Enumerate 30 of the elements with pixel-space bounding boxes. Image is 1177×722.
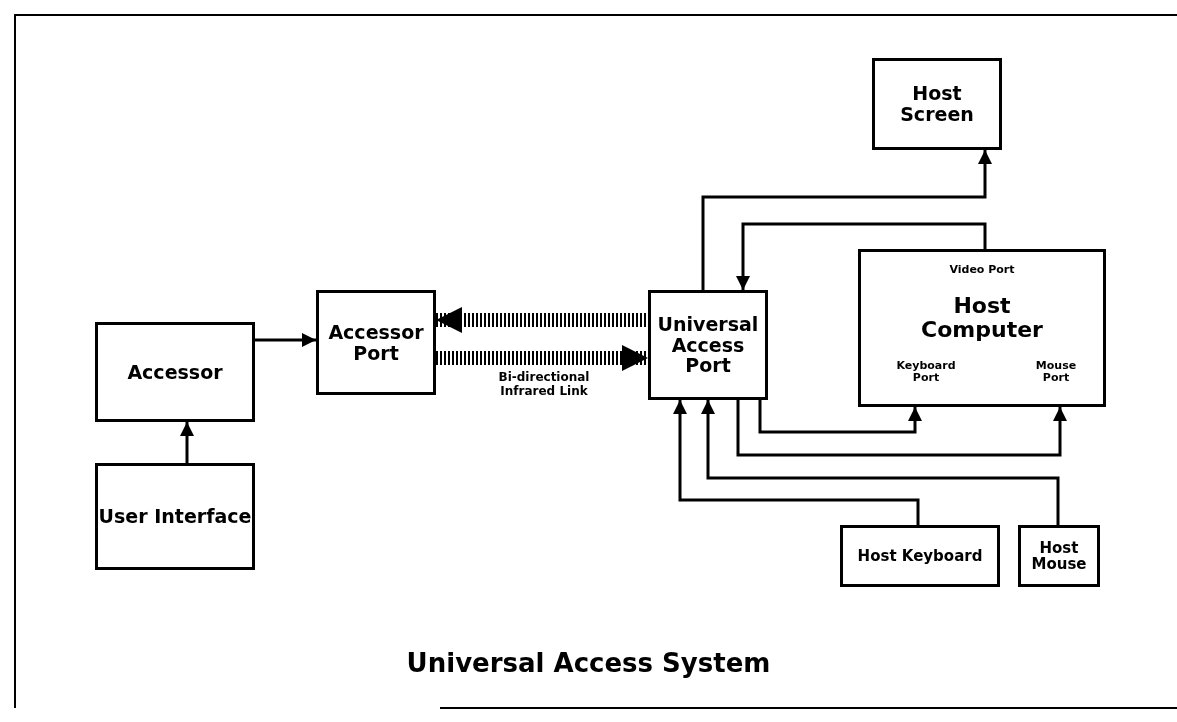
arrow (736, 400, 1067, 457)
box-label: Host Screen (899, 83, 975, 125)
arrow (758, 400, 922, 434)
box-label: Universal Access Port (656, 313, 760, 377)
arrow (255, 333, 316, 347)
diagram-title: Universal Access System (405, 648, 772, 678)
arrow (701, 400, 1060, 525)
arrow (736, 222, 987, 290)
arrow (701, 150, 992, 290)
process-box (95, 322, 255, 422)
arrow (180, 422, 194, 463)
box-label: Accessor Port (327, 321, 425, 364)
process-box (648, 290, 768, 400)
port-label: Keyboard Port (895, 360, 957, 385)
process-box (95, 463, 255, 570)
arrow (673, 400, 920, 525)
infrared-link-arrow (436, 307, 648, 333)
process-box (872, 58, 1002, 150)
box-title: Host Computer (920, 294, 1044, 343)
infrared-link-arrow (436, 345, 648, 371)
process-box (840, 525, 1000, 587)
box-label: Host Mouse (1030, 539, 1088, 573)
port-label: Video Port (948, 264, 1016, 277)
box-label: Host Keyboard (857, 547, 983, 565)
port-label: Mouse Port (1034, 360, 1078, 385)
process-box (1018, 525, 1100, 587)
process-box (316, 290, 436, 395)
box-label: Accessor (127, 361, 223, 383)
process-box (858, 249, 1106, 407)
box-label: User Interface (98, 506, 252, 527)
